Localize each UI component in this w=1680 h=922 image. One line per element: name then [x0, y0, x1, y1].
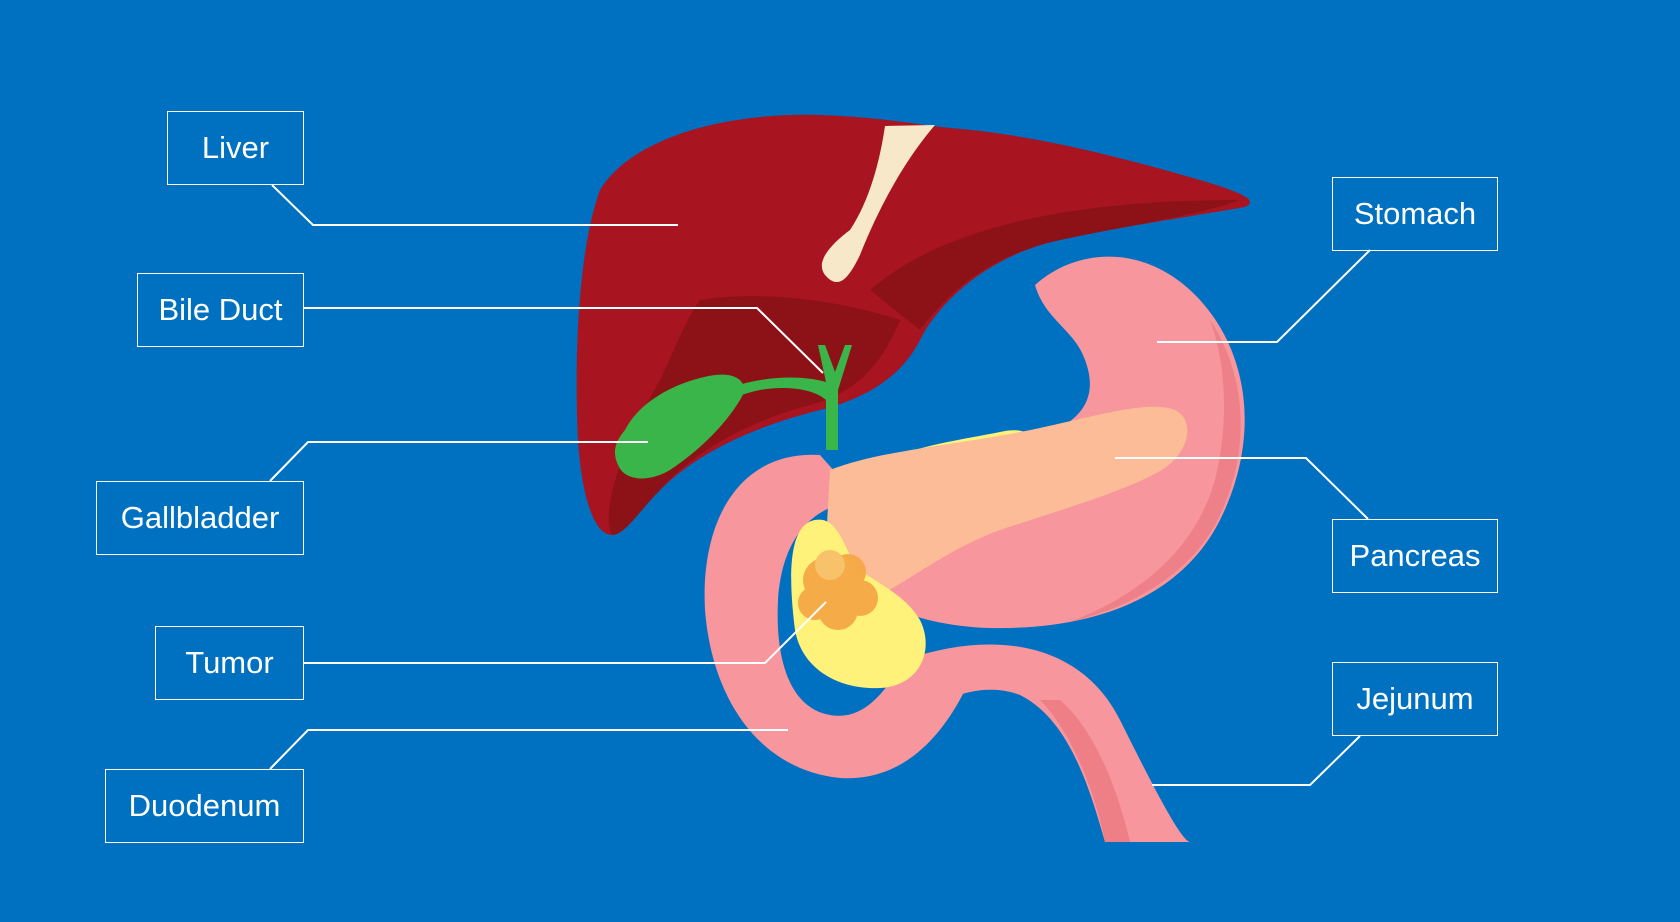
jejunum-label: Jejunum — [1332, 662, 1498, 736]
bile-duct-label: Bile Duct — [137, 273, 304, 347]
tumor-leader — [304, 601, 827, 664]
tumor-mass — [798, 550, 878, 630]
jejunum-shape — [905, 644, 1190, 842]
duodenum-leader — [269, 729, 788, 770]
pancreas — [825, 406, 1188, 595]
gallbladder-leader — [269, 441, 648, 482]
gallbladder-shape — [614, 374, 744, 479]
stomach-label: Stomach — [1332, 177, 1498, 251]
bile-duct-shape — [715, 345, 852, 450]
tumor-region — [791, 519, 926, 689]
jejunum-leader — [1152, 735, 1361, 786]
stomach-leader — [1157, 249, 1371, 343]
duodenum-label: Duodenum — [105, 769, 304, 843]
leader-lines — [269, 184, 1371, 786]
pancreas-label: Pancreas — [1332, 519, 1498, 593]
falciform-ligament — [821, 125, 935, 283]
bile-duct-leader — [304, 307, 824, 374]
duodenum-shape — [704, 454, 965, 779]
pancreas-leader — [1115, 457, 1369, 520]
pancreas-shape — [825, 406, 1188, 595]
liver-leader — [271, 184, 678, 226]
gallbladder — [614, 345, 852, 479]
liver-label: Liver — [167, 111, 304, 185]
tumor-label: Tumor — [155, 626, 304, 700]
gallbladder-label: Gallbladder — [96, 481, 304, 555]
